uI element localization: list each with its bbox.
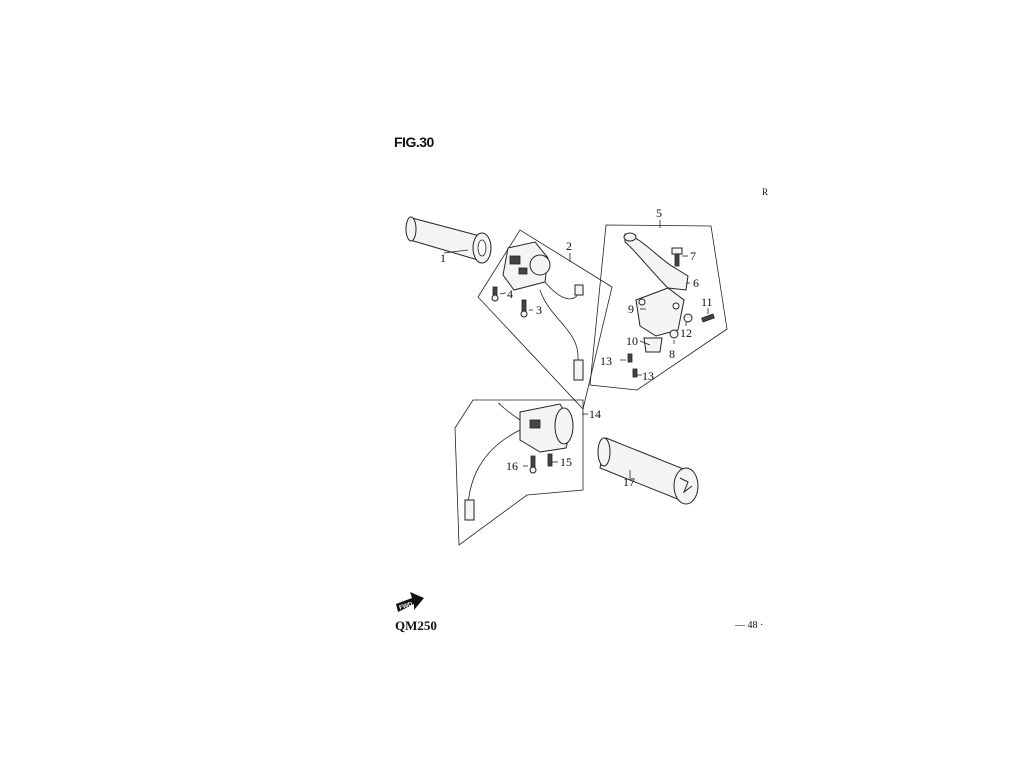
bolt-part-8	[669, 329, 679, 339]
group-outline-left-switch	[477, 229, 613, 410]
label-part-3: 3	[536, 303, 542, 317]
screw-part-3	[520, 299, 528, 318]
left-grip	[405, 216, 492, 264]
label-part-17: 17	[623, 475, 635, 489]
right-switch-housing	[464, 402, 574, 521]
bolt-part-7	[671, 247, 683, 267]
label-part-5: 5	[656, 206, 662, 220]
group-outline-right-switch	[454, 399, 584, 546]
label-part-6: 6	[693, 276, 699, 290]
screw-part-4	[491, 286, 499, 302]
washer-part-12	[683, 313, 693, 323]
label-part-13b: 13	[642, 369, 654, 383]
forward-arrow-icon: FWD	[396, 592, 424, 612]
label-part-15: 15	[560, 455, 572, 469]
screw-part-13a	[627, 353, 633, 363]
figure-title: FIG.30	[394, 134, 434, 150]
lever-bracket	[635, 287, 685, 353]
label-part-2: 2	[566, 239, 572, 253]
screw-part-15	[547, 453, 553, 467]
screw-part-16	[529, 455, 537, 474]
label-part-1: 1	[440, 251, 446, 265]
label-part-4: 4	[507, 287, 513, 301]
label-part-12: 12	[680, 326, 692, 340]
label-part-13a: 13	[600, 354, 612, 368]
label-part-11: 11	[701, 295, 713, 309]
screw-part-13b	[632, 368, 638, 378]
bolt-part-11	[701, 313, 715, 323]
model-name: QM250	[395, 618, 437, 633]
label-part-9: 9	[628, 302, 634, 316]
label-part-8: 8	[669, 347, 675, 361]
label-part-7: 7	[690, 249, 696, 263]
label-part-14: 14	[589, 407, 601, 421]
fwd-label: FWD	[399, 601, 414, 611]
group-outline-lever	[589, 224, 728, 391]
page-number: — 48 ·	[735, 620, 764, 631]
brake-lever	[623, 232, 689, 291]
label-part-16: 16	[506, 459, 518, 473]
left-switch-housing	[502, 241, 584, 381]
corner-mark: R	[762, 187, 769, 197]
right-grip	[597, 437, 699, 505]
label-part-10: 10	[626, 334, 638, 348]
